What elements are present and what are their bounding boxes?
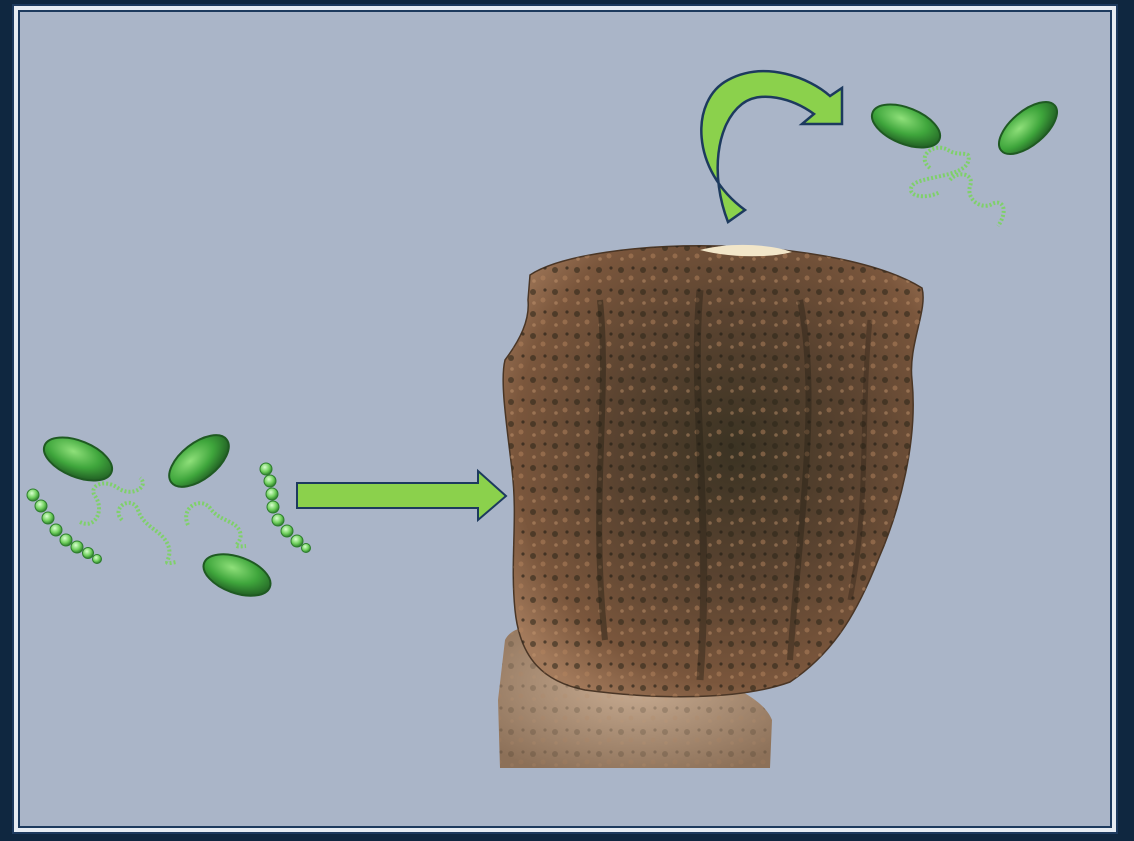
- microbe-cluster-released: [866, 92, 1066, 226]
- intake-arrow: [297, 471, 506, 520]
- sponge-texture: [503, 246, 923, 697]
- release-arrow: [701, 71, 842, 222]
- sea-sponge: [498, 245, 923, 768]
- spiral-bacterium: [911, 148, 969, 197]
- bead-chain-bacterium: [27, 489, 102, 564]
- rod-bacterium: [160, 425, 237, 496]
- rod-bacterium: [866, 96, 946, 156]
- rod-bacterium: [990, 92, 1065, 163]
- rod-bacterium: [38, 429, 118, 489]
- spiral-bacterium: [118, 503, 176, 563]
- microbe-cluster-intake: [27, 425, 311, 604]
- spiral-bacterium: [80, 478, 143, 524]
- spiral-bacterium: [950, 174, 1004, 226]
- rod-bacterium: [198, 546, 276, 604]
- spiral-bacterium: [186, 503, 246, 546]
